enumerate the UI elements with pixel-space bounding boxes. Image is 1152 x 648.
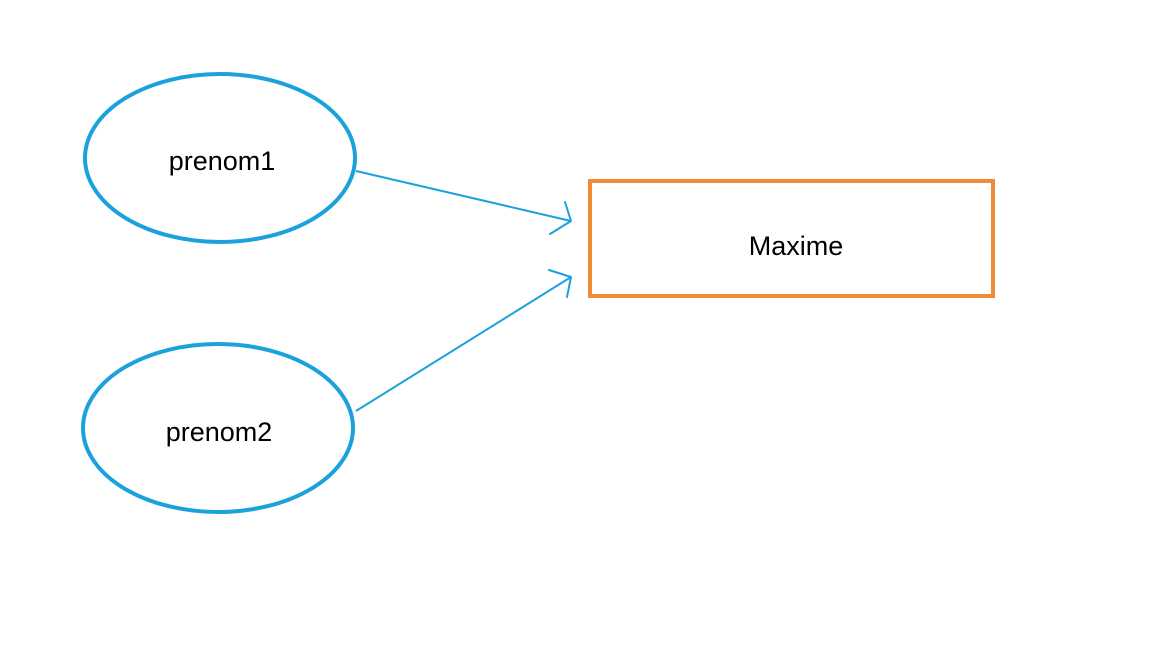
node-maxime-rect	[588, 179, 995, 298]
node-prenom1-ellipse	[83, 72, 357, 244]
node-maxime-label: Maxime	[749, 231, 844, 261]
edge-prenom2-to-maxime-arrowhead	[548, 269, 572, 298]
edge-prenom2-to-maxime-line	[355, 276, 572, 412]
edge-prenom1-to-maxime	[355, 170, 572, 235]
node-prenom2-ellipse	[81, 342, 355, 514]
node-maxime[interactable]: Maxime	[588, 179, 995, 298]
edge-prenom2-to-maxime	[355, 269, 572, 412]
edge-prenom1-to-maxime-arrowhead	[549, 201, 572, 235]
edge-prenom1-to-maxime-line	[355, 170, 572, 222]
node-prenom2-label: prenom2	[166, 417, 273, 447]
node-prenom1-label: prenom1	[169, 146, 276, 176]
node-prenom2[interactable]: prenom2	[81, 342, 355, 514]
node-prenom1[interactable]: prenom1	[83, 72, 357, 244]
